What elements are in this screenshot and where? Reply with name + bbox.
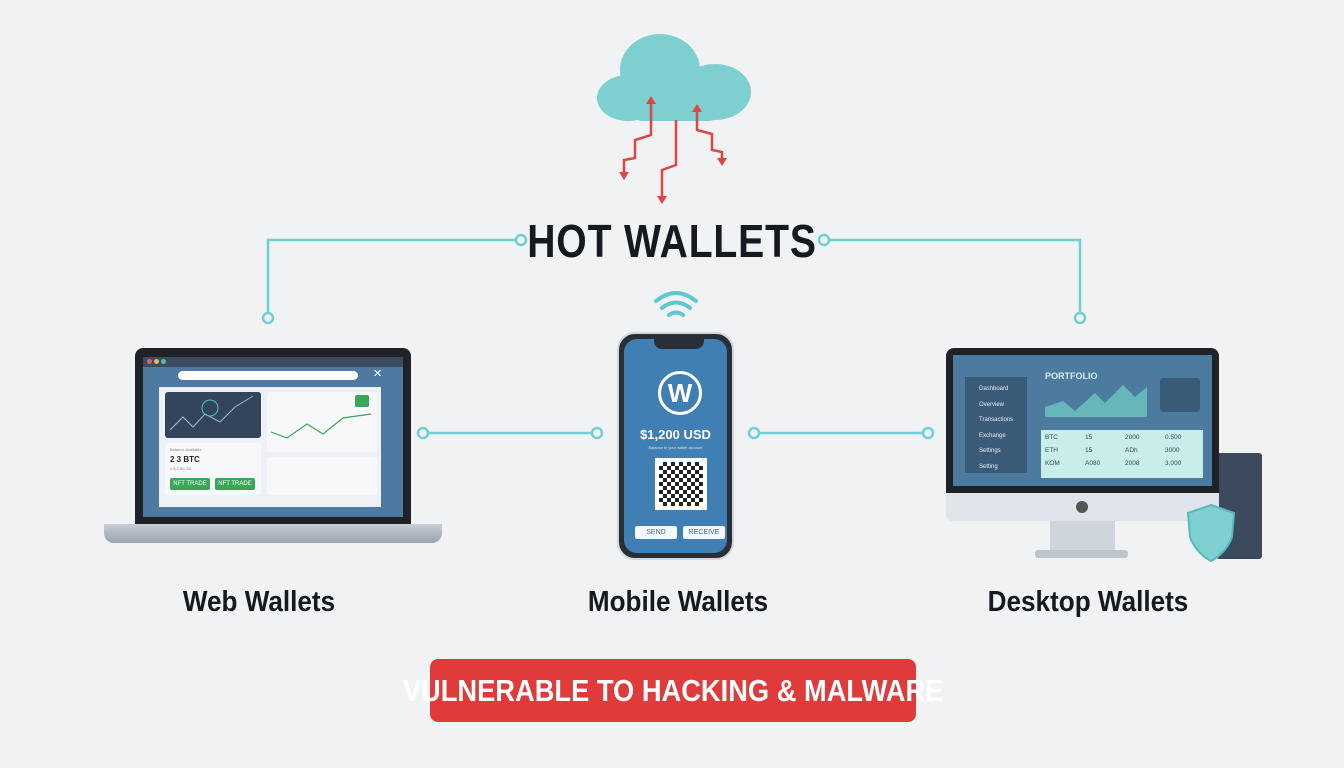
wallet-logo: W: [658, 371, 702, 415]
close-icon[interactable]: ✕: [373, 368, 383, 380]
nft-trade-button[interactable]: NFT TRADE: [170, 478, 210, 490]
portfolio-heading: PORTFOLIO: [1045, 371, 1098, 381]
shield-icon: [1186, 503, 1236, 563]
nav-overview[interactable]: Overview: [979, 401, 1005, 408]
wifi-icon: [654, 291, 698, 317]
nav-dashboard[interactable]: Dashboard: [979, 386, 1009, 392]
connector-nodes: [261, 233, 1087, 440]
laptop-web-wallet: ✕ Balance Available 2 3 BTC ≈ $ 2,6h .00…: [135, 348, 411, 525]
connector-lines: [266, 238, 1082, 435]
balance-card: Balance Available 2 3 BTC ≈ $ 2,6h .00 N…: [165, 443, 261, 495]
monitor-stand: [1050, 521, 1115, 551]
cloud-icon: [597, 34, 751, 121]
nav-transactions[interactable]: Transactions: [979, 417, 1014, 423]
nft-trade-button-2[interactable]: NFT TRADE: [215, 478, 255, 490]
qr-code: [655, 458, 707, 510]
nav-exchange[interactable]: Exchange: [979, 432, 1006, 439]
mobile-balance: $1,200 USD: [640, 427, 711, 442]
monitor-chin: [946, 493, 1219, 521]
label-mobile-wallets: Mobile Wallets: [587, 586, 769, 618]
send-button[interactable]: SEND: [635, 526, 677, 539]
label-desktop-wallets: Desktop Wallets: [987, 586, 1189, 618]
monitor-desktop-wallet: Dashboard Overview Transactions Exchange…: [946, 348, 1219, 493]
address-bar[interactable]: [178, 371, 358, 380]
price-chart-light: [267, 392, 377, 452]
receive-button[interactable]: RECEIVE: [683, 526, 725, 539]
phone-mobile-wallet: W $1,200 USD Balance in your wallet acco…: [617, 332, 734, 560]
page-title: HOT WALLETS: [527, 215, 817, 267]
label-web-wallets: Web Wallets: [182, 586, 336, 618]
hacking-arrows-icon: [622, 100, 724, 200]
portfolio-chart: [1045, 385, 1147, 417]
lock-icon: [355, 395, 369, 407]
nav-setting[interactable]: Setting: [979, 463, 998, 470]
laptop-base: [104, 524, 442, 543]
price-chart-dark: [165, 392, 261, 438]
nav-settings[interactable]: Settings: [979, 448, 1001, 454]
warning-banner: VULNERABLE TO HACKING & MALWARE: [403, 659, 943, 722]
monitor-base: [1035, 550, 1128, 558]
